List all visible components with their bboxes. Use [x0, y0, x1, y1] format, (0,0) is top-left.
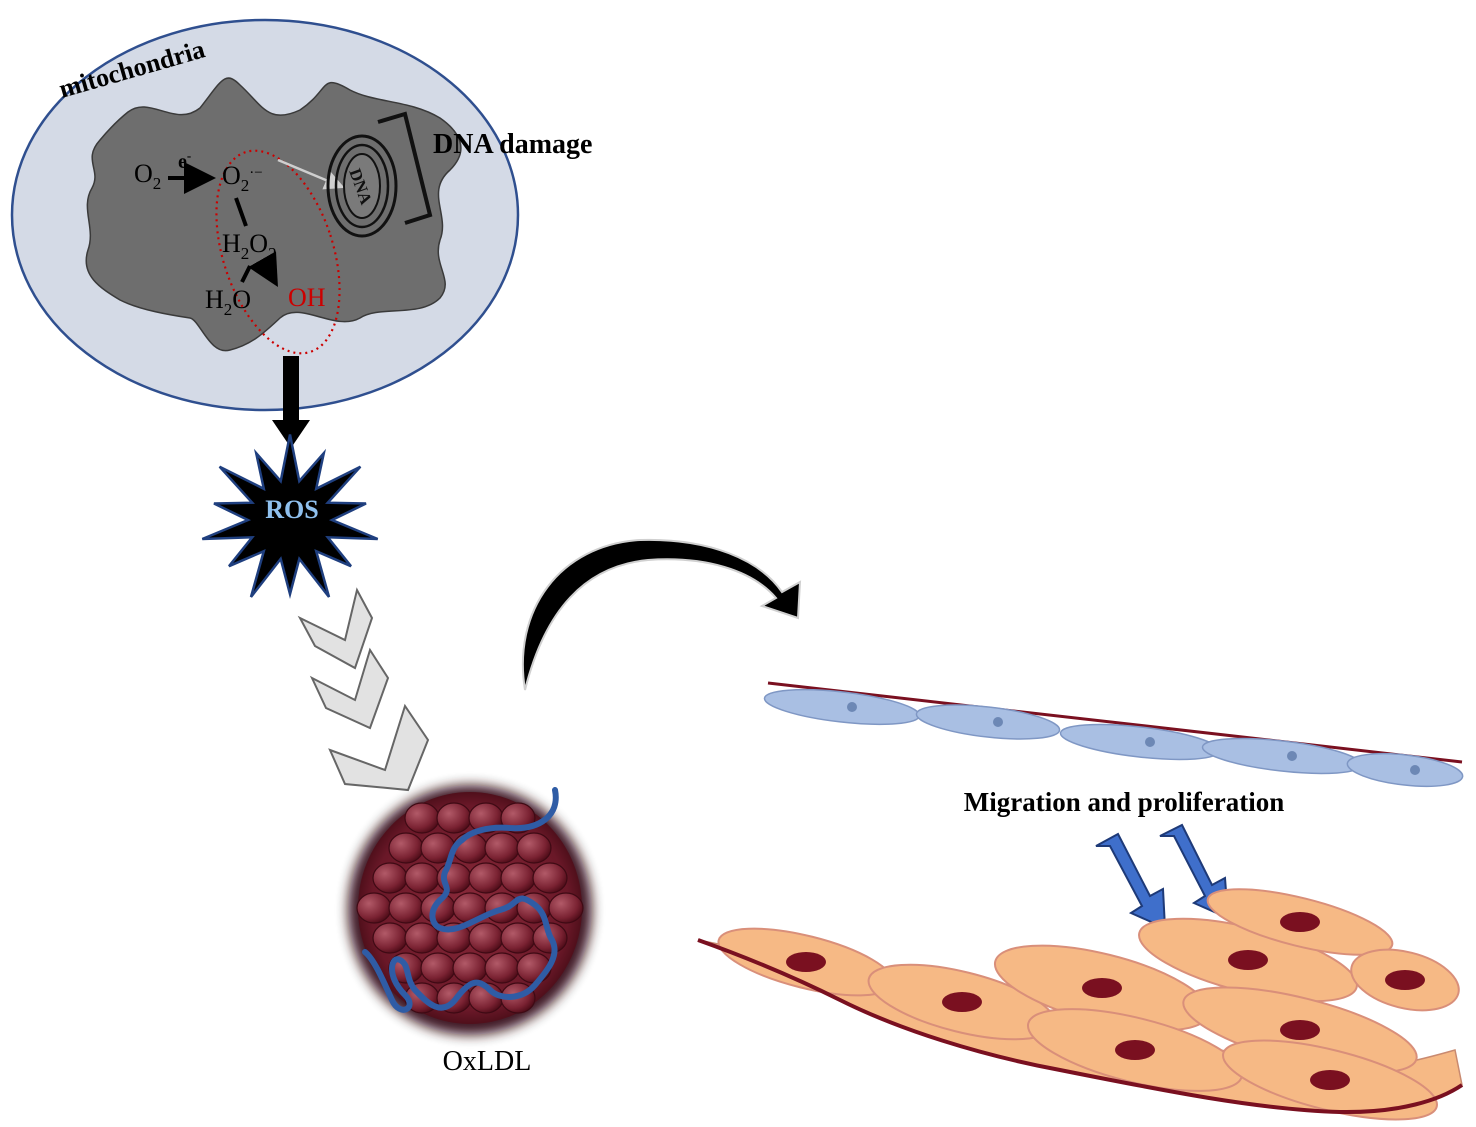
smooth-muscle-nucleus — [786, 952, 826, 972]
oxldl-vesicle — [484, 832, 520, 864]
ros-burst: ROS — [201, 434, 379, 599]
dna-damage-label: DNA damage — [433, 129, 592, 160]
chevron-2 — [309, 647, 390, 730]
oxldl-vesicle — [452, 952, 488, 984]
endothelial-nucleus — [1410, 765, 1420, 775]
oxldl-apob-strand — [362, 787, 559, 1013]
smooth-muscle-nucleus — [1082, 978, 1122, 998]
oxldl-vesicle — [500, 862, 536, 894]
smooth-muscle-nucleus — [1228, 950, 1268, 970]
chevron-3 — [328, 703, 430, 792]
ros-to-dna-arrow — [277, 158, 345, 190]
hydroxyl-radical-label: OH — [288, 283, 326, 312]
ros-starburst-shape — [201, 434, 379, 599]
superoxide-label: O2·− — [222, 161, 263, 195]
mito-to-ros-arrow — [272, 356, 310, 448]
oxldl-particle — [348, 785, 592, 1035]
oxldl-vesicle — [548, 892, 584, 924]
h2o2-label: H2O2 — [222, 229, 277, 263]
oxldl-vesicle — [372, 922, 408, 954]
smooth-muscle-nucleus — [1280, 1020, 1320, 1040]
oxldl-vesicle — [388, 892, 424, 924]
mitochondria-group: mitochondria O2 e- O2·− H2O2 H2O OH — [10, 18, 592, 412]
superoxide-to-h2o2-arrow — [234, 197, 248, 227]
oxldl-vesicle — [468, 862, 504, 894]
oxldl-vesicle — [468, 922, 504, 954]
endothelial-cell — [1346, 752, 1464, 788]
oxldl-vesicle — [356, 892, 392, 924]
smooth-muscle-nucleus — [1385, 970, 1425, 990]
oxldl-vesicle — [484, 952, 520, 984]
dna-damage-bracket — [377, 111, 433, 225]
smooth-muscle-nucleus — [1310, 1070, 1350, 1090]
blue-arrow-1 — [1095, 832, 1167, 930]
endothelial-nucleus — [847, 702, 857, 712]
endothelial-nucleus — [993, 717, 1003, 727]
endothelial-cells — [763, 688, 1464, 788]
curved-arrow — [521, 538, 802, 691]
endothelial-layer — [763, 681, 1464, 788]
oxldl-vesicle — [372, 862, 408, 894]
vessel-wall-outline — [697, 938, 1464, 1115]
oxldl-label: OxLDL — [443, 1046, 532, 1077]
smooth-muscle-cells — [717, 888, 1460, 1121]
smooth-muscle-layer — [697, 888, 1464, 1121]
chevron-1 — [297, 587, 374, 670]
ros-label: ROS — [265, 495, 318, 524]
chevron-arrows — [297, 587, 430, 792]
migration-arrows — [1095, 823, 1230, 930]
smooth-muscle-nucleus — [942, 992, 982, 1012]
oxldl-vesicle — [404, 862, 440, 894]
endothelial-nucleus — [1145, 737, 1155, 747]
oxldl-vesicle — [436, 802, 472, 834]
oxldl-vesicle — [404, 802, 440, 834]
h2o2-to-oh-arrow — [248, 251, 278, 287]
dna-icon: DNA — [326, 134, 398, 238]
oxldl-vesicle — [516, 832, 552, 864]
endothelial-nucleus — [1287, 751, 1297, 761]
o2-label: O2 — [134, 159, 161, 193]
oxldl-vesicle — [500, 922, 536, 954]
endothelial-cell — [915, 704, 1061, 740]
ros-production-zone — [215, 149, 341, 355]
electron-label: e- — [178, 148, 191, 173]
smooth-muscle-nucleus — [1280, 912, 1320, 932]
oxldl-vesicle — [420, 892, 456, 924]
oxldl-vesicle — [532, 862, 568, 894]
smooth-muscle-nucleus — [1115, 1040, 1155, 1060]
oxldl-vesicle — [420, 952, 456, 984]
water-label: H2O — [205, 285, 251, 319]
oxldl-vesicle — [388, 832, 424, 864]
migration-proliferation-label: Migration and proliferation — [964, 787, 1285, 817]
endothelial-cell — [1201, 737, 1363, 775]
vessel-lumen-line — [767, 681, 1463, 764]
